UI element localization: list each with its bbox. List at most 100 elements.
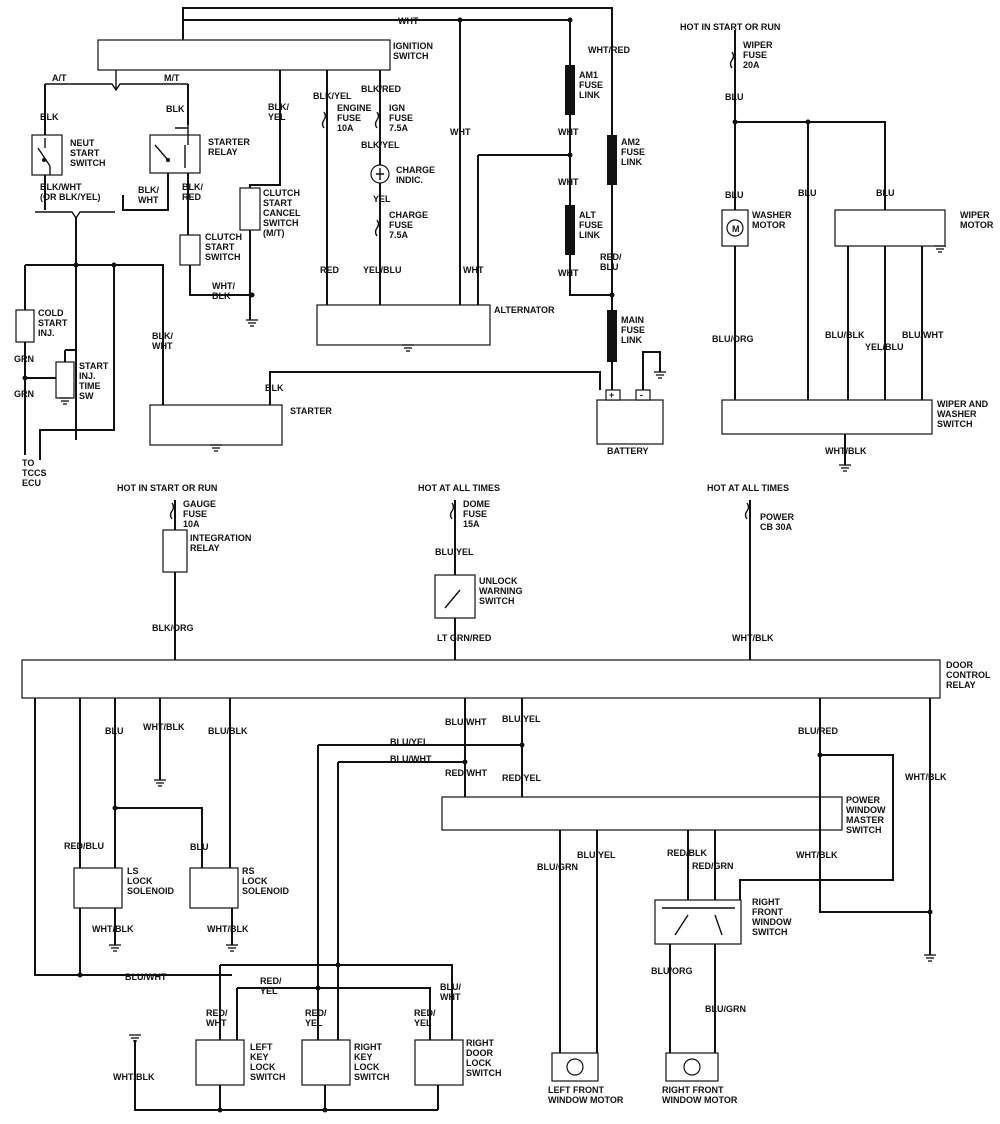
label-wht-red-top: WHT/RED	[588, 45, 630, 55]
door-control-relay	[21, 659, 941, 699]
label-blu-grn-2: BLU/GRN	[705, 1004, 746, 1014]
clutch-start-switch	[179, 234, 201, 266]
label-blu-yel-lfw: BLU/YEL	[577, 850, 616, 860]
label-blu-yel-dcr: BLU/YEL	[502, 714, 541, 724]
label-red-blu-ls: RED/BLU	[64, 841, 104, 851]
label-hot-start-run-1: HOT IN START OR RUN	[680, 22, 780, 32]
label-wht-blk-wiper: WHT/BLK	[825, 446, 867, 456]
label-wht-blk-dcr: WHT/BLK	[143, 722, 185, 732]
label-wht-alt1: WHT	[450, 127, 471, 137]
label-yel-blu: YEL/BLU	[363, 265, 402, 275]
label-blu-grn-1: BLU/GRN	[537, 862, 578, 872]
label-mt: M/T	[164, 73, 180, 83]
label-starter: STARTER	[290, 406, 332, 416]
label-blk-starter: BLK	[265, 383, 284, 393]
label-red-wht-pwms: RED/WHT	[445, 768, 487, 778]
label-red-blk: RED/BLK	[667, 848, 707, 858]
wire-wht-top	[182, 7, 613, 135]
label-motor-m: M	[732, 224, 740, 234]
label-blk-wht-relay: BLK/WHT	[138, 185, 159, 205]
label-blu-wht-dcr: BLU/WHT	[445, 717, 487, 727]
label-blu-wht-rdl: BLU/WHT	[440, 982, 461, 1002]
wire-wht-alt	[477, 154, 570, 305]
wiper-motor	[834, 209, 946, 247]
label-hot-all-times-2: HOT AT ALL TIMES	[707, 483, 789, 493]
battery	[596, 399, 664, 445]
door-control-circuit	[21, 500, 941, 1113]
label-wht-blk-ls: WHT/BLK	[92, 924, 134, 934]
label-hot-start-run-2: HOT IN START OR RUN	[117, 483, 217, 493]
clutch-start-cancel-switch	[239, 187, 261, 231]
label-blu-red-dcr: BLU/RED	[798, 726, 838, 736]
label-blu-wht-bottom: BLU/WHT	[125, 972, 167, 982]
label-blk-yel-ign: BLK/YEL	[268, 102, 289, 122]
label-battery-plus: +	[609, 390, 614, 400]
label-red-wht-key: RED/WHT	[206, 1008, 228, 1028]
power-window-master-switch	[441, 796, 843, 831]
ls-lock-solenoid	[73, 867, 123, 909]
battery-negative-terminal	[635, 389, 651, 401]
label-blk-red-ign: BLK/RED	[361, 84, 401, 94]
label-blu-yel-1: BLU/YEL	[435, 547, 474, 557]
label-wht-blk-pwms: WHT/BLK	[796, 850, 838, 860]
integration-relay	[162, 529, 188, 573]
label-grn-1: GRN	[14, 354, 34, 364]
label-red-yel-pwms: RED/YEL	[502, 773, 542, 783]
wire-to-tccs	[39, 265, 115, 460]
label-blk-yel-2: BLK/YEL	[361, 140, 400, 150]
label-grn-2: GRN	[14, 389, 34, 399]
starter	[149, 404, 283, 446]
label-red: RED	[320, 265, 340, 275]
label-alternator: ALTERNATOR	[494, 305, 555, 315]
starter-relay	[149, 134, 201, 174]
label-wht-blk-right: WHT/BLK	[905, 772, 947, 782]
label-red-yel-key: RED/YEL	[260, 976, 282, 996]
start-injector-time-switch	[55, 361, 75, 399]
label-blu-mid: BLU	[798, 188, 817, 198]
label-blu-yel-mid: BLU/YEL	[390, 737, 429, 747]
label-yel-blu-w: YEL/BLU	[865, 342, 904, 352]
label-blk-wht-or: BLK/WHT(OR BLK/YEL)	[40, 182, 101, 202]
label-at: A/T	[52, 73, 67, 83]
label-blu-rs: BLU	[190, 842, 209, 852]
label-blk-org: BLK/ORG	[152, 623, 194, 633]
label-wht-am1: WHT	[558, 127, 579, 137]
wire-blk-starter	[269, 371, 601, 405]
left-key-lock-switch	[195, 1039, 245, 1086]
label-blu-1: BLU	[725, 92, 744, 102]
label-blk-yel-eng: BLK/YEL	[313, 91, 352, 101]
rs-lock-solenoid	[189, 867, 239, 909]
label-wht-blk-pcb: WHT/BLK	[732, 633, 774, 643]
label-blu-blk-1: BLU/BLK	[825, 330, 865, 340]
label-blu-washer: BLU	[725, 190, 744, 200]
label-blu-dcr: BLU	[105, 726, 124, 736]
label-wht-blk-rs: WHT/BLK	[207, 924, 249, 934]
label-wht-blk-left: WHT/BLK	[113, 1072, 155, 1082]
starting-charging-circuit	[15, 7, 664, 460]
label-hot-all-times-1: HOT AT ALL TIMES	[418, 483, 500, 493]
